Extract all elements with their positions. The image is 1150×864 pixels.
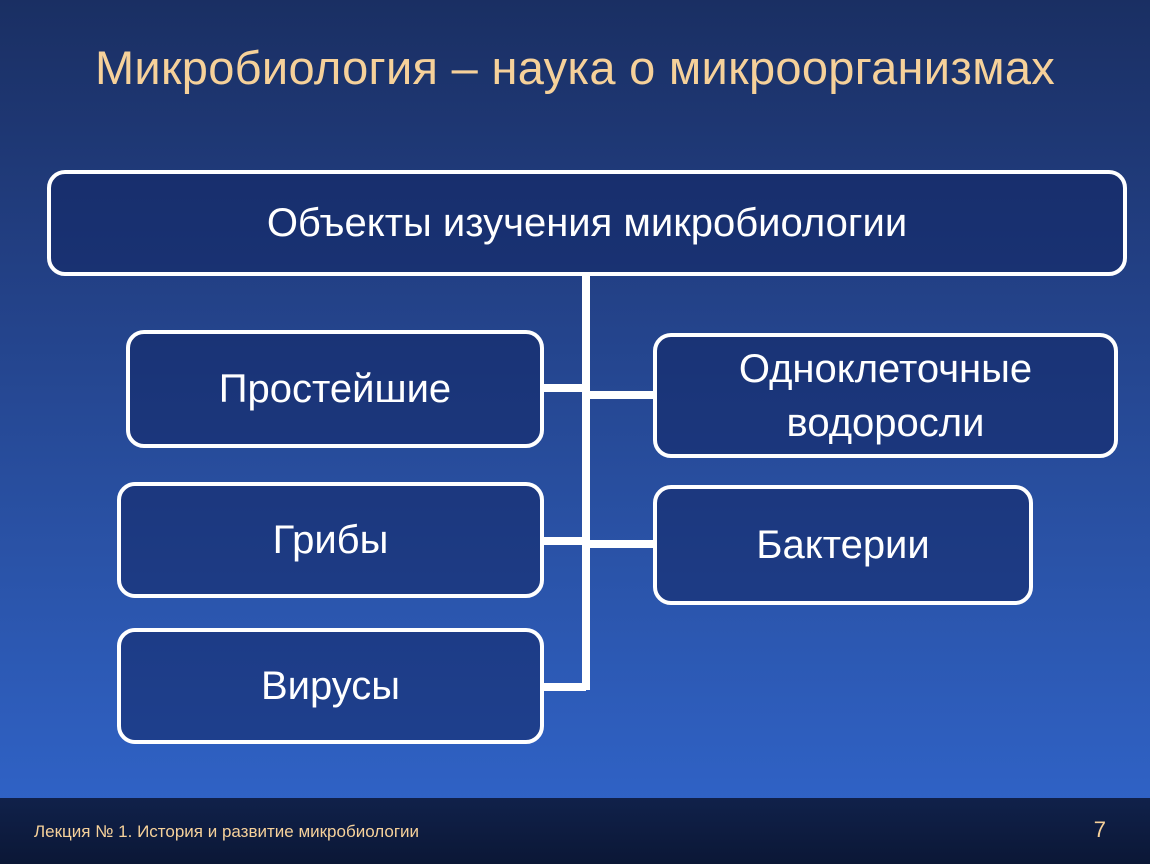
page-number: 7 <box>1093 817 1106 842</box>
box-algae: Одноклеточные водоросли <box>653 333 1118 458</box>
box-algae-label: Одноклеточные водоросли <box>738 346 1033 445</box>
box-fungi-label: Грибы <box>272 518 389 562</box>
box-viruses: Вирусы <box>117 628 544 744</box>
root-label: Объекты изучения микробиологии <box>266 201 908 245</box>
box-fungi: Грибы <box>117 482 544 598</box>
box-viruses-label: Вирусы <box>260 664 401 708</box>
box-protozoa-label: Простейшие <box>218 367 452 411</box>
box-protozoa: Простейшие <box>126 330 544 448</box>
slide-title: Микробиология – наука о микроорганизмах <box>94 41 1056 94</box>
footer-band <box>0 798 1150 864</box>
box-bacteria: Бактерии <box>653 485 1033 605</box>
footer-lecture: Лекция № 1. История и развитие микробиол… <box>34 822 420 841</box>
box-bacteria-label: Бактерии <box>756 523 930 567</box>
root-box: Объекты изучения микробиологии <box>47 170 1127 276</box>
